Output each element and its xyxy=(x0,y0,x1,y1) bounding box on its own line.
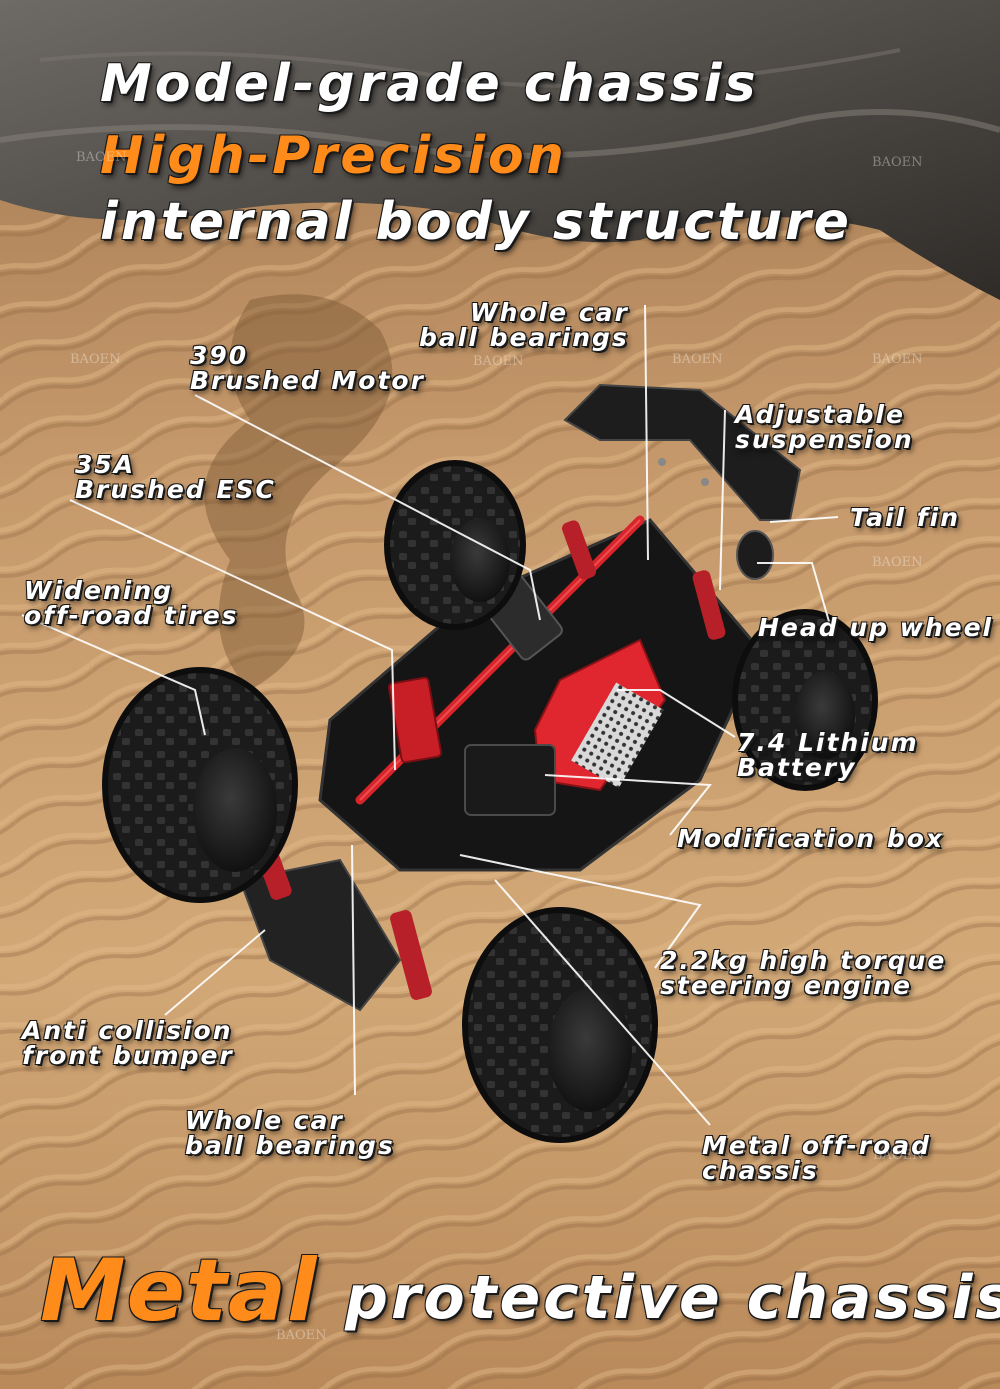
label-battery: 7.4 Lithium Battery xyxy=(737,728,919,782)
label-esc: 35A Brushed ESC xyxy=(75,450,276,504)
modification-box xyxy=(464,744,556,816)
label-steering: 2.2kg high torque steering engine xyxy=(660,946,947,1000)
label-suspension: Adjustable suspension xyxy=(735,400,914,454)
label-head-up-wheel: Head up wheel xyxy=(758,613,994,642)
head-up-wheel xyxy=(736,530,774,580)
label-tires: Widening off-road tires xyxy=(24,576,239,630)
watermark-3: BAOEN xyxy=(872,352,923,367)
label-motor: 390 Brushed Motor xyxy=(190,341,425,395)
leader-lines xyxy=(21,304,839,1126)
battery-grille xyxy=(571,682,664,788)
watermark-8: BAOEN xyxy=(873,1148,924,1163)
watermark-1: BAOEN xyxy=(76,150,127,165)
watermark-9: BAOEN xyxy=(276,1328,327,1343)
label-tail-fin: Tail fin xyxy=(850,503,961,532)
label-bumper: Anti collision front bumper xyxy=(22,1016,234,1070)
label-metal-chassis: Metal off-road chassis xyxy=(702,1131,932,1185)
label-ball-bearings-top: Whole car ball bearings xyxy=(418,298,629,352)
footer-rest: protective chassis xyxy=(345,1263,1000,1333)
watermark-6: BAOEN xyxy=(872,155,923,170)
esc xyxy=(387,676,443,764)
headline-line-1: Model-grade chassis xyxy=(100,54,759,114)
chassis-plate xyxy=(318,518,762,872)
tire-front-left xyxy=(102,667,298,903)
tire-rear-right xyxy=(732,609,878,791)
headline-line-2: High-Precision xyxy=(100,126,567,186)
watermark-5: BAOEN xyxy=(872,555,923,570)
watermark-4: BAOEN xyxy=(473,354,524,369)
watermark-7: BAOEN xyxy=(70,352,121,367)
watermark-2: BAOEN xyxy=(672,352,723,367)
rc-car xyxy=(102,383,878,1143)
label-modification-box: Modification box xyxy=(677,824,945,853)
label-ball-bearings-bottom: Whole car ball bearings xyxy=(185,1106,395,1160)
footer-highlight: Metal xyxy=(40,1241,318,1341)
headline-line-3: internal body structure xyxy=(100,192,852,252)
car-shadow xyxy=(204,294,393,690)
tire-front-right xyxy=(462,907,658,1143)
tire-rear-left xyxy=(384,460,526,630)
